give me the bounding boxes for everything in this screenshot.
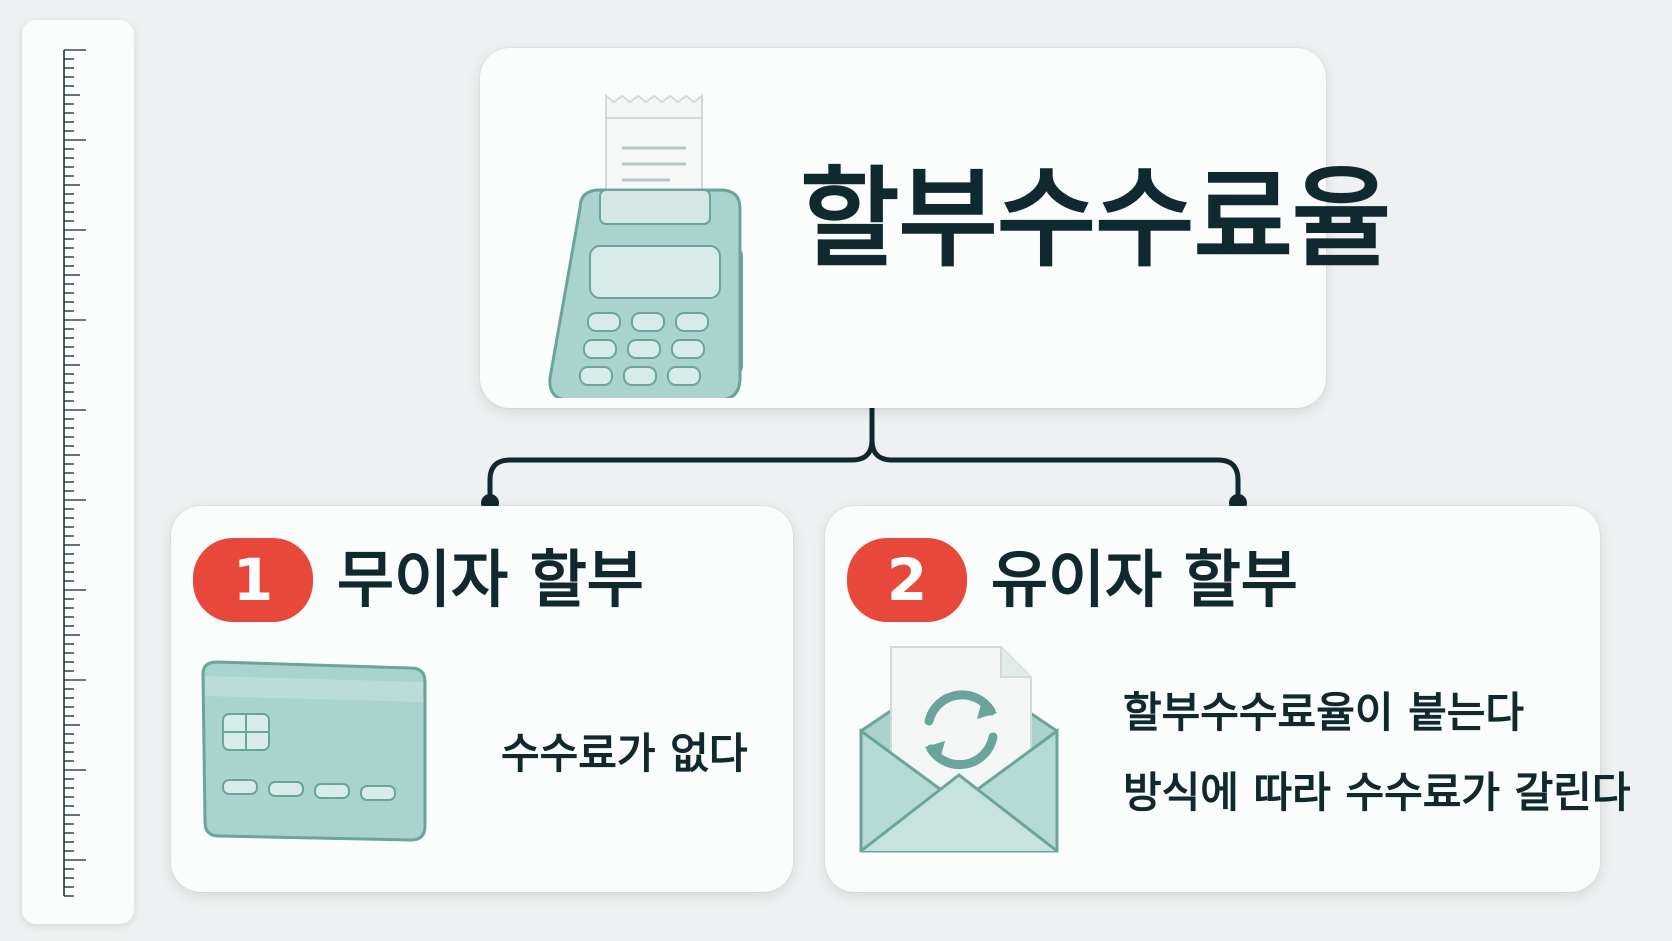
envelope-refresh-document-icon: [859, 646, 1059, 853]
option-title: 무이자 할부: [337, 543, 644, 616]
header-card: 할부수수료율: [480, 48, 1391, 408]
page-title: 할부수수료율: [800, 157, 1391, 282]
step-badge: 2: [847, 538, 967, 622]
option-description: 방식에 따라 수수료가 갈린다: [1123, 768, 1631, 817]
ruler-ticks: [63, 49, 86, 897]
option-card-1: 1 무이자 할부 수수료가 없다: [171, 506, 793, 892]
option-card-2: 2 유이자 할부 할부수수료율이 붙는다 방식에 따라 수수료가 갈린다: [825, 506, 1631, 892]
option-title: 유이자 할부: [991, 543, 1298, 616]
step-badge: 1: [193, 538, 313, 622]
option-description: 수수료가 없다: [501, 729, 748, 778]
option-description: 할부수수료율이 붙는다: [1123, 688, 1525, 737]
card-payment-terminal-icon: [548, 94, 743, 398]
ruler-icon: [22, 20, 134, 924]
credit-card-icon: [201, 660, 427, 842]
